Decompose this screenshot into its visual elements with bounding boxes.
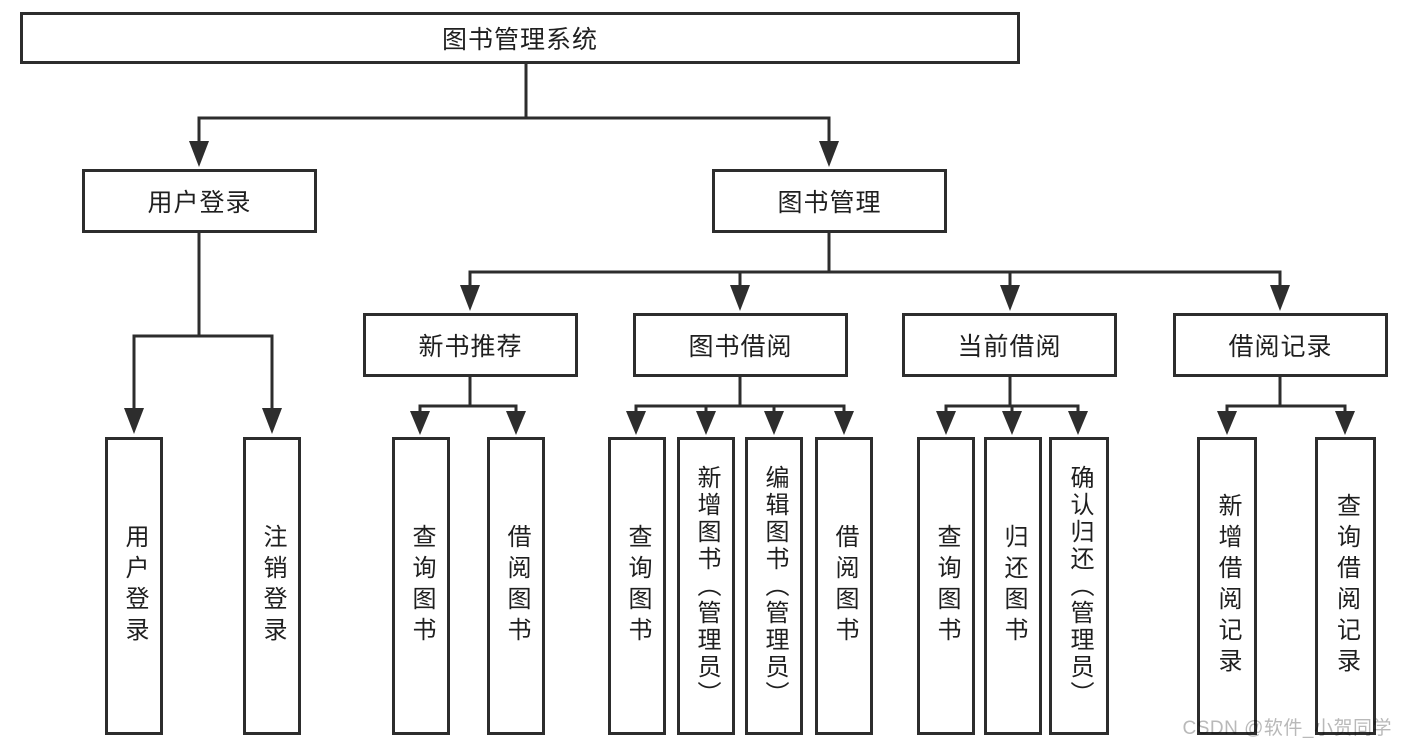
connector-bookborrow-to-leaves bbox=[634, 377, 846, 412]
arrowheads bbox=[124, 141, 1355, 435]
leaf-box-user-login: 用户登录 bbox=[105, 437, 163, 735]
connector-userlogin-to-leaves bbox=[132, 233, 274, 408]
borrow-record-label: 借阅记录 bbox=[1228, 333, 1333, 361]
book-borrow-label: 图书借阅 bbox=[688, 333, 793, 361]
connector-borrowrecord-to-leaves bbox=[1225, 377, 1347, 412]
leaf-label: 查询图书 bbox=[624, 524, 651, 648]
leaf-box-query-borrow-record: 查询借阅记录 bbox=[1315, 437, 1376, 735]
level2-box-user-login: 用户登录 bbox=[82, 169, 317, 233]
connector-root-to-level2 bbox=[197, 64, 831, 142]
leaf-box-edit-book-admin: 编辑图书（管理员） bbox=[745, 437, 803, 735]
leaf-label: 借阅图书 bbox=[831, 524, 858, 648]
leaf-box-borrow-book-1: 借阅图书 bbox=[487, 437, 545, 735]
level3-box-new-book-recommend: 新书推荐 bbox=[363, 313, 578, 377]
leaf-box-borrow-book-2: 借阅图书 bbox=[815, 437, 873, 735]
connector-currentborrow-to-leaves bbox=[944, 377, 1080, 412]
leaf-label: 编辑图书（管理员） bbox=[761, 464, 788, 708]
leaf-box-add-book-admin: 新增图书（管理员） bbox=[677, 437, 735, 735]
leaf-label: 查询借阅记录 bbox=[1332, 493, 1360, 679]
current-borrow-label: 当前借阅 bbox=[957, 333, 1062, 361]
level2-box-book-management: 图书管理 bbox=[712, 169, 947, 233]
level3-box-borrow-record: 借阅记录 bbox=[1173, 313, 1388, 377]
leaf-label: 新增借阅记录 bbox=[1214, 493, 1241, 679]
level3-box-current-borrow: 当前借阅 bbox=[902, 313, 1117, 377]
connector-newbook-to-leaves bbox=[418, 377, 518, 412]
leaf-box-confirm-return-admin: 确认归还（管理员） bbox=[1049, 437, 1109, 735]
leaf-box-query-book-1: 查询图书 bbox=[392, 437, 450, 735]
leaf-box-query-book-3: 查询图书 bbox=[917, 437, 975, 735]
leaf-label: 用户登录 bbox=[121, 524, 148, 648]
book-management-label: 图书管理 bbox=[777, 189, 882, 217]
user-login-label: 用户登录 bbox=[147, 189, 252, 217]
leaf-box-query-book-2: 查询图书 bbox=[608, 437, 666, 735]
leaf-label: 新增图书（管理员） bbox=[693, 464, 720, 708]
leaf-box-logout: 注销登录 bbox=[243, 437, 301, 735]
new-book-recommend-label: 新书推荐 bbox=[418, 333, 523, 361]
leaf-label: 归还图书 bbox=[1000, 524, 1027, 648]
csdn-watermark: CSDN @软件_小贺同学 bbox=[1182, 718, 1392, 739]
leaf-label: 查询图书 bbox=[408, 524, 435, 648]
leaf-box-add-borrow-record: 新增借阅记录 bbox=[1197, 437, 1257, 735]
connector-bookmgmt-to-level3 bbox=[468, 233, 1282, 286]
leaf-label: 注销登录 bbox=[259, 524, 286, 648]
leaf-box-return-book: 归还图书 bbox=[984, 437, 1042, 735]
level3-box-book-borrow: 图书借阅 bbox=[633, 313, 848, 377]
leaf-label: 确认归还（管理员） bbox=[1066, 464, 1093, 708]
leaf-label: 借阅图书 bbox=[503, 524, 530, 648]
root-label: 图书管理系统 bbox=[441, 26, 598, 54]
root-box-library-management-system: 图书管理系统 bbox=[20, 12, 1020, 64]
leaf-label: 查询图书 bbox=[933, 524, 960, 648]
